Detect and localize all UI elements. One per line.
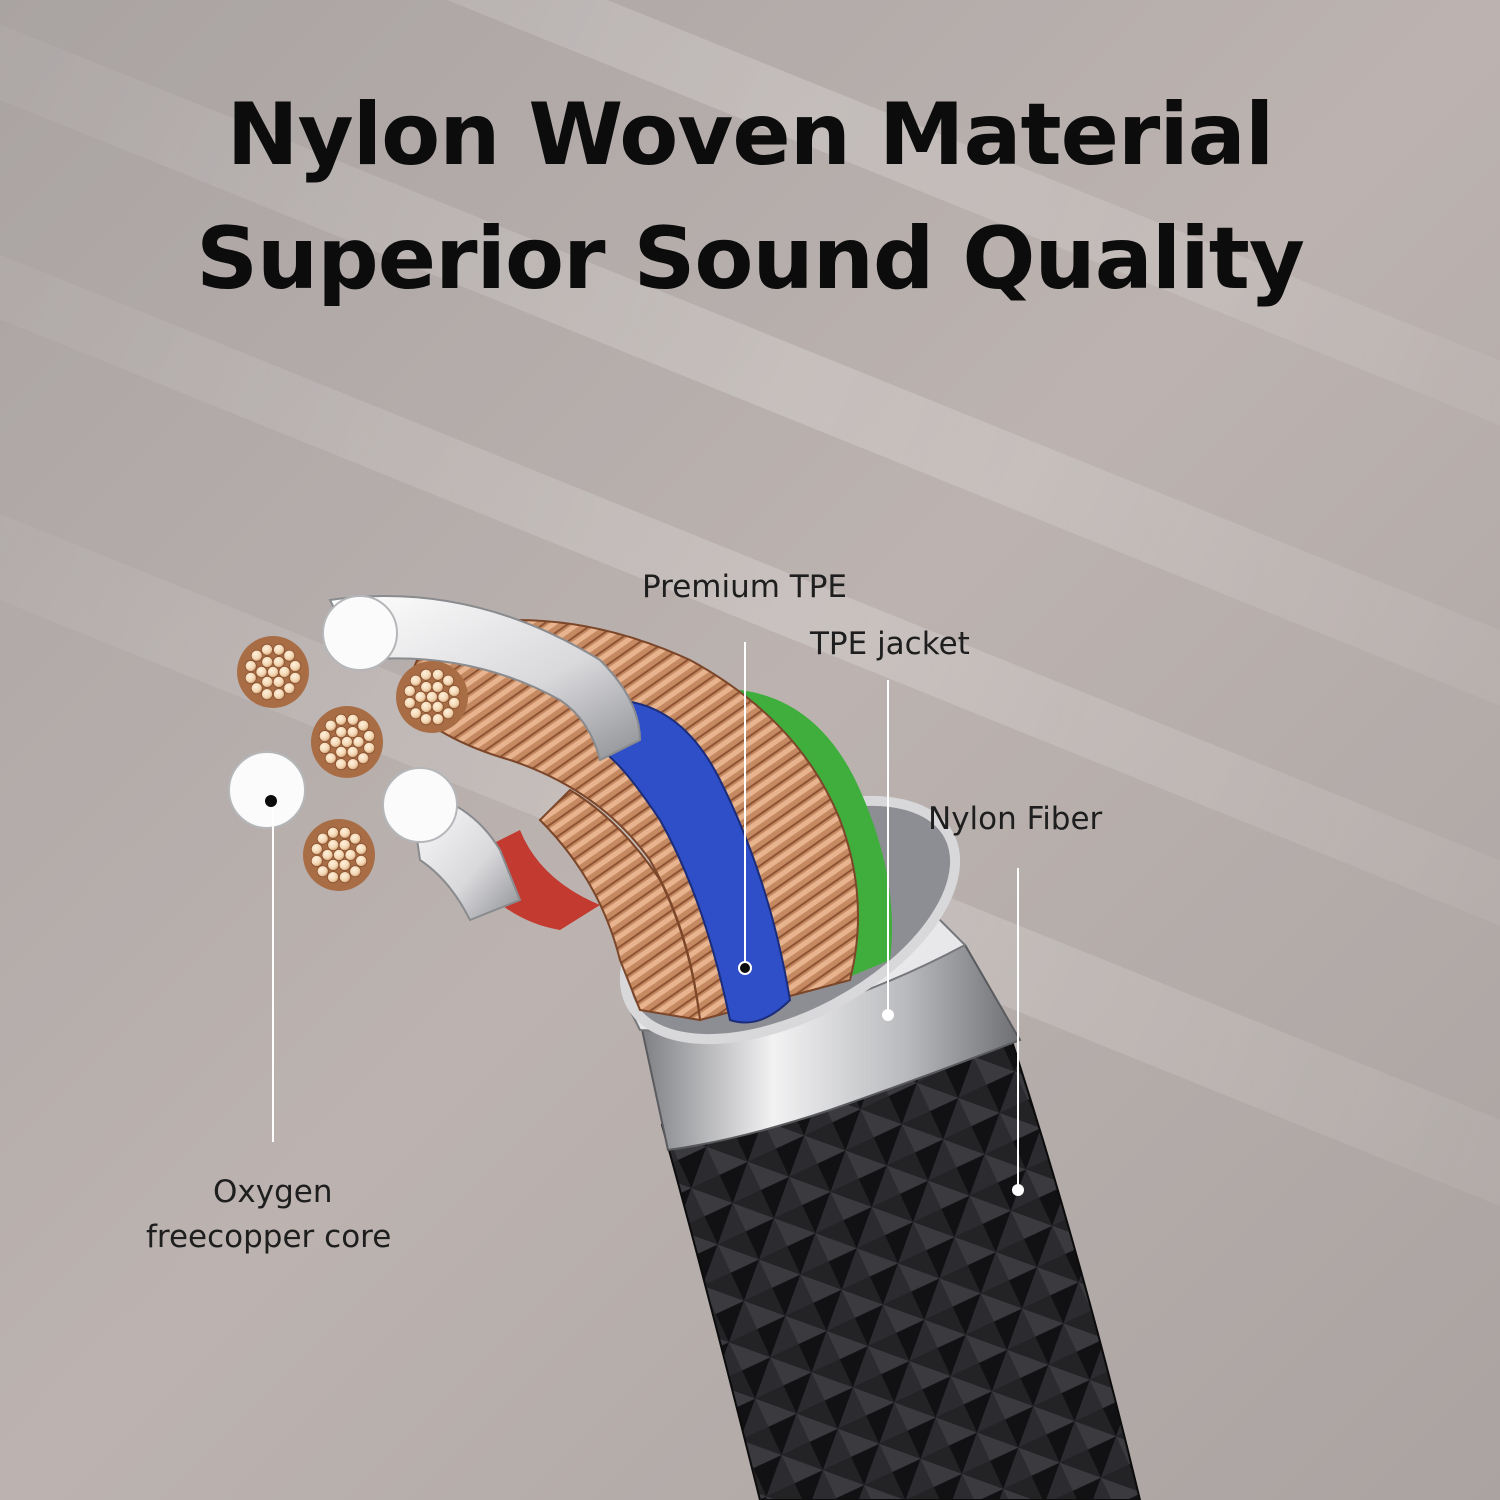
copper-twisted-lower xyxy=(538,788,702,1022)
headline-line-2: Superior Sound Quality xyxy=(196,209,1305,309)
callout-premium-tpe: Premium TPE xyxy=(642,569,848,605)
copper-strand-bundle-icon xyxy=(303,819,375,891)
wire-ends xyxy=(228,595,458,843)
callout-tpe-jacket: TPE jacket xyxy=(810,626,970,662)
callout-oxygen-core-line-1: Oxygen xyxy=(213,1174,333,1210)
headline-line-1: Nylon Woven Material xyxy=(226,85,1275,185)
leader-dot-icon xyxy=(738,961,752,975)
white-wire-end-top xyxy=(322,595,398,671)
callout-nylon-fiber: Nylon Fiber xyxy=(928,801,1103,837)
leader-dot-icon xyxy=(1012,1184,1024,1196)
copper-strand-bundle-icon xyxy=(311,706,383,778)
copper-strand-bundles xyxy=(237,636,468,891)
leader-dot-icon xyxy=(882,1009,894,1021)
leader-lines xyxy=(272,642,1019,1190)
copper-strand-bundle-icon xyxy=(237,636,309,708)
copper-strand-bundle-icon xyxy=(396,661,468,733)
leader-dot-icon xyxy=(265,795,277,807)
blue-insulation xyxy=(598,698,792,1024)
leader-dots xyxy=(265,795,1024,1196)
white-wire-end-right xyxy=(382,767,458,843)
white-insulation-upper xyxy=(328,595,642,762)
white-wire-end-left xyxy=(228,751,306,829)
callout-oxygen-core-line-2: freecopper core xyxy=(146,1219,392,1255)
